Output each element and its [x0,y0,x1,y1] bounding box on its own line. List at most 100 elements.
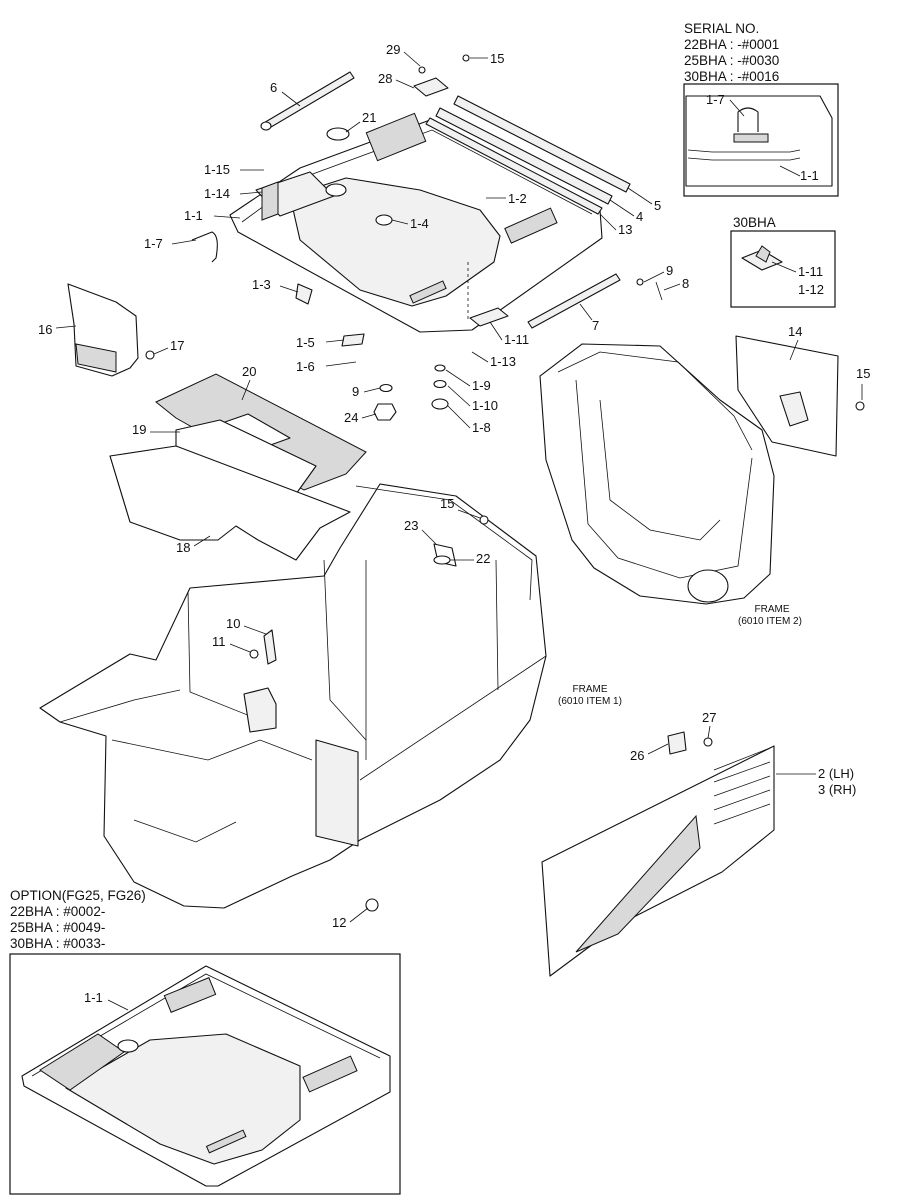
callout-16: 16 [38,322,52,337]
callout-17: 17 [170,338,184,353]
frame-bracket [243,687,277,733]
option-box-frame [9,953,401,1195]
callout-6: 6 [270,80,277,95]
bha30-box: 30BHA 1-11 1-12 [730,215,836,308]
callout-7: 7 [592,318,599,333]
frame2-sub: (6010 ITEM 2) [738,616,802,627]
callout-28: 28 [378,71,392,86]
hinge-rail-5 [453,95,631,193]
callout-1-12-bha30: 1-12 [798,282,824,297]
pin-9-right [636,278,644,286]
callout-8-right: 8 [682,276,689,291]
panel-16 [67,283,155,377]
callout-24: 24 [344,410,358,425]
gas-spring-7 [527,273,621,329]
callout-1-15: 1-15 [204,162,230,177]
callout-1-7: 1-7 [144,236,163,251]
callout-3-rh: 3 (RH) [818,782,856,797]
upper-cover-assembly [191,54,663,421]
serial-number-box: SERIAL NO. 22BHA : -#0001 25BHA : -#0030… [683,21,839,197]
callout-15-right: 15 [856,366,870,381]
callout-15-top: 15 [490,51,504,66]
bolt-29 [418,66,426,74]
option-line-22bha: 22BHA : #0002- [10,904,105,919]
cover-18 [109,445,351,561]
callout-15-mid: 15 [440,496,454,511]
clip-8 [655,281,663,301]
callout-19: 19 [132,422,146,437]
callout-27: 27 [702,710,716,725]
bolt-15-top [462,54,470,62]
callout-1-13: 1-13 [490,354,516,369]
callout-11: 11 [212,634,226,649]
callout-13: 13 [618,222,632,237]
frame1-title: FRAME [573,684,608,695]
callout-29: 29 [386,42,400,57]
bolt-11 [249,649,259,659]
hinge-rail-4 [435,107,613,205]
bha30-box-title: 30BHA [733,215,776,230]
clip-26 [667,731,687,755]
callouts: 29 15 28 6 21 1-15 1-14 1-1 1-7 1-2 1-4 … [38,42,870,930]
handle-1-7 [191,231,218,263]
grommet-1-4 [375,214,393,226]
callout-1-1: 1-1 [184,208,203,223]
callout-10: 10 [226,616,240,631]
callout-1-9: 1-9 [472,378,491,393]
callout-22: 22 [476,551,490,566]
callout-1-4: 1-4 [410,216,429,231]
plug-12 [365,898,379,912]
option-box-title: OPTION(FG25, FG26) [10,888,146,903]
bracket-10 [263,629,277,665]
callout-1-3: 1-3 [252,277,271,292]
washer-1-10 [433,379,447,389]
side-panel-stripe [575,814,701,953]
bracket-28 [413,77,449,97]
callout-5: 5 [654,198,661,213]
bolt-15-right [855,401,865,411]
option-line-30bha: 30BHA : #0033- [10,936,105,951]
cap-21 [326,127,350,141]
serial-box-slot [733,133,769,143]
main-frame [39,483,547,912]
callout-1-2: 1-2 [508,191,527,206]
option-line-25bha: 25BHA : #0049- [10,920,105,935]
callout-18: 18 [176,540,190,555]
floor-mat-group [109,373,367,561]
hinge-rail-13 [425,117,603,215]
side-panel [541,731,775,977]
bushing-22 [433,555,451,565]
callout-9-mid: 9 [352,384,359,399]
callout-1-14: 1-14 [204,186,230,201]
callout-1-10: 1-10 [472,398,498,413]
bolt-15-mid [479,515,489,525]
latch-bracket [779,391,809,427]
callout-1-1-option: 1-1 [84,990,103,1005]
serial-box-handle [737,107,759,132]
callout-20: 20 [242,364,256,379]
floor-plate-slot [409,280,447,304]
callout-9-right: 9 [666,263,673,278]
main-frame-body [39,483,547,909]
callout-1-7-serial: 1-7 [706,92,725,107]
callout-14: 14 [788,324,802,339]
floor-plate-panel-top [365,112,427,162]
nut-24 [373,403,397,421]
serial-box-frame [683,83,839,197]
washer-1-9 [434,364,446,372]
callout-23: 23 [404,518,418,533]
serial-box-title: SERIAL NO. [684,21,759,36]
callout-1-8: 1-8 [472,420,491,435]
serial-line-22bha: 22BHA : -#0001 [684,37,779,52]
option-box: OPTION(FG25, FG26) 22BHA : #0002- 25BHA … [9,888,401,1195]
callout-2-lh: 2 (LH) [818,766,854,781]
screw-27 [703,737,713,747]
callout-26: 26 [630,748,644,763]
floor-plate-panel-right [504,207,558,244]
frame1-sub: (6010 ITEM 1) [558,696,622,707]
serial-line-25bha: 25BHA : -#0030 [684,53,779,68]
counterweight-body [539,343,775,605]
callout-1-11-bha30: 1-11 [798,264,823,279]
floor-plate-recess [289,177,501,307]
